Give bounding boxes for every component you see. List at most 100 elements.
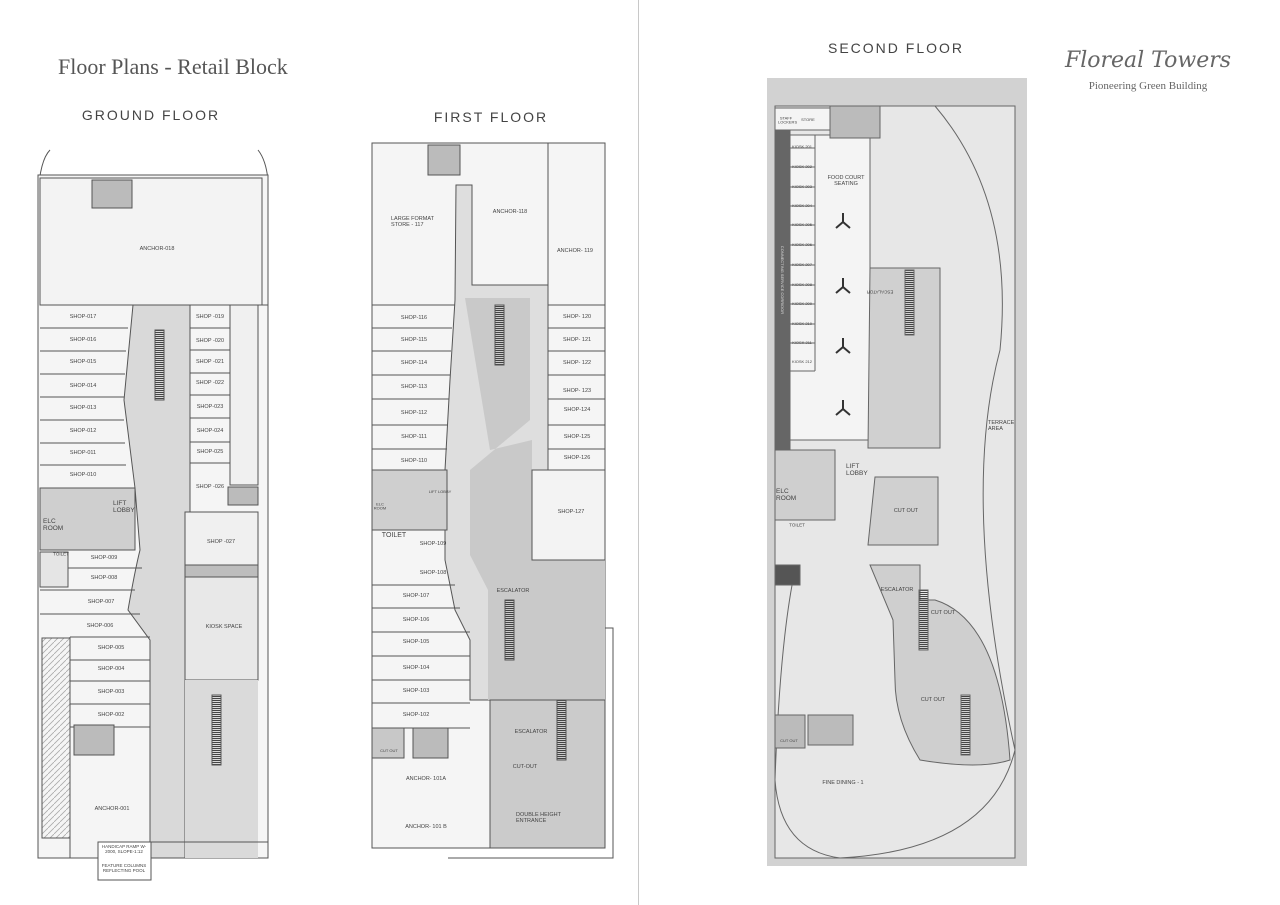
kiosk-label: KIOSK 204: [791, 202, 813, 208]
room-label: SHOP-104: [402, 664, 430, 671]
room-label: SHOP- 120: [562, 313, 592, 320]
room-elc: ELC ROOM: [373, 501, 387, 511]
room-label: SHOP-115: [400, 336, 428, 343]
room-label: SHOP-007: [87, 598, 115, 605]
room-toilet: TOILET: [53, 551, 69, 557]
cut-out-label: CUT OUT: [920, 696, 946, 703]
room-label: SHOP-009: [90, 554, 118, 561]
room-anchor-101b: ANCHOR- 101 B: [405, 823, 447, 830]
escalator-icon: [494, 304, 505, 366]
room-label: SHOP-024: [196, 427, 224, 434]
room-label: SHOP-127: [557, 508, 585, 515]
room-anchor-101a: ANCHOR- 101A: [405, 775, 447, 782]
room-label: SHOP- 123: [562, 387, 592, 394]
lift-lobby-area: [39, 487, 136, 551]
first-floor-plan: [371, 142, 614, 859]
room-fine-dining: FINE DINING - 1: [822, 779, 864, 786]
room-label: SHOP-106: [402, 616, 430, 623]
service-corridor-label: CONNECTING SERVICE CORRIDOR: [780, 245, 786, 315]
kiosk-label: KIOSK 201: [791, 143, 813, 149]
room-label: SHOP-108: [419, 569, 447, 576]
cut-out-label: CUT OUT: [930, 609, 956, 616]
kiosk-label: KIOSK 202: [791, 163, 813, 169]
room-label: SHOP-105: [402, 638, 430, 645]
escalator-icon: [960, 694, 971, 756]
handicap-ramp-note: HANDICAP RAMP W-2000, SLOPE-1:12: [101, 844, 147, 854]
kiosk-label: KIOSK 211: [792, 339, 812, 345]
room-large-format-store: LARGE FORMAT STORE - 117: [391, 215, 434, 228]
room-label: SHOP-016: [69, 336, 97, 343]
kiosk-label: KIOSK 207: [791, 261, 813, 267]
reflecting-pool-note: FEATURE COLUMNS REFLECTING POOL: [101, 863, 147, 873]
room-label: SHOP-004: [97, 665, 125, 672]
handicap-ramp: [41, 637, 71, 839]
room-label: SHOP-023: [196, 403, 224, 410]
brand-tagline: Pioneering Green Building: [1088, 80, 1208, 92]
first-floor-title: FIRST FLOOR: [433, 109, 549, 125]
kiosk-space: [184, 576, 259, 681]
cut-out-label: CUT-OUT: [512, 763, 538, 770]
room-label: SHOP -026: [195, 483, 225, 490]
room-label: SHOP-011: [69, 449, 97, 456]
room-label: SHOP-124: [563, 406, 591, 413]
room-label: SHOP-102: [402, 711, 430, 718]
ground-floor-plan: [37, 149, 269, 881]
lift-lobby-area: [371, 469, 448, 531]
ground-floor-title: GROUND FLOOR: [81, 107, 221, 123]
second-floor-plan: [767, 78, 1027, 866]
room-anchor-118: ANCHOR-118: [492, 208, 528, 215]
kiosk-label: KIOSK 203: [791, 183, 813, 189]
room-label: SHOP-110: [400, 457, 428, 464]
room-anchor-001: ANCHOR-001: [94, 805, 130, 812]
escalator-icon: [556, 699, 567, 761]
room-label: SHOP-125: [563, 433, 591, 440]
room-staff-lockers: STAFF LOCKERS: [778, 115, 798, 125]
brand-logo: Floreal Towers: [1064, 48, 1232, 73]
room-store: STORE: [801, 116, 815, 122]
room-elc: ELC ROOM: [43, 517, 64, 532]
room-label: SHOP -027: [206, 538, 236, 545]
escalator-label: ESCALATOR: [496, 587, 530, 594]
ceiling-fan-icons: [835, 213, 851, 416]
kiosk-label: KIOSK 208: [791, 281, 813, 287]
kiosk-space: KIOSK SPACE: [205, 623, 243, 630]
room-label: SHOP-114: [400, 359, 428, 366]
room-label: SHOP-008: [90, 574, 118, 581]
second-floor-title: SECOND FLOOR: [827, 40, 965, 56]
escalator-icon: [211, 694, 222, 766]
room-label: SHOP-103: [402, 687, 430, 694]
room-label: SHOP-010: [69, 471, 97, 478]
room-label: SHOP-005: [97, 644, 125, 651]
room-label: SHOP-109: [419, 540, 447, 547]
room-anchor-119: ANCHOR- 119: [557, 247, 593, 254]
kiosk-label: KIOSK 206: [791, 241, 813, 247]
cut-out-label: CUT OUT: [380, 747, 398, 753]
terrace-area: TERRACE AREA: [988, 419, 1015, 432]
cut-out-label: CUT OUT: [780, 737, 798, 743]
room-label: SHOP-111: [401, 433, 427, 440]
room-label: SHOP -019: [195, 313, 225, 320]
room-label: SHOP-113: [400, 383, 428, 390]
room-lift-lobby: LIFT LOBBY: [113, 499, 135, 514]
room-label: SHOP-112: [400, 409, 428, 416]
room-label: SHOP- 121: [562, 336, 592, 343]
room-toilet: TOILET: [789, 522, 805, 528]
escalator-icon: [154, 329, 165, 401]
page-title: Floor Plans - Retail Block: [58, 54, 288, 79]
room-label: SHOP-015: [69, 358, 97, 365]
room-lift-lobby: LIFT LOBBY: [846, 462, 868, 477]
cut-out-label: CUT OUT: [893, 507, 919, 514]
escalator-label: ESCALATOR: [880, 586, 914, 593]
page-divider: [638, 0, 639, 905]
room-label: SHOP-014: [69, 382, 97, 389]
room-label: SHOP -021: [195, 358, 225, 365]
room-label: SHOP -022: [195, 379, 225, 386]
escalator-label: ESCALATOR: [866, 289, 894, 295]
kiosk-label: KIOSK 209: [791, 300, 813, 306]
escalator-label: ESCALATOR: [514, 728, 548, 735]
kiosk-label: KIOSK 205: [791, 221, 813, 227]
kiosk-label: KIOSK 212: [791, 358, 813, 364]
room-label: SHOP-017: [69, 313, 97, 320]
room-label: SHOP-006: [86, 622, 114, 629]
